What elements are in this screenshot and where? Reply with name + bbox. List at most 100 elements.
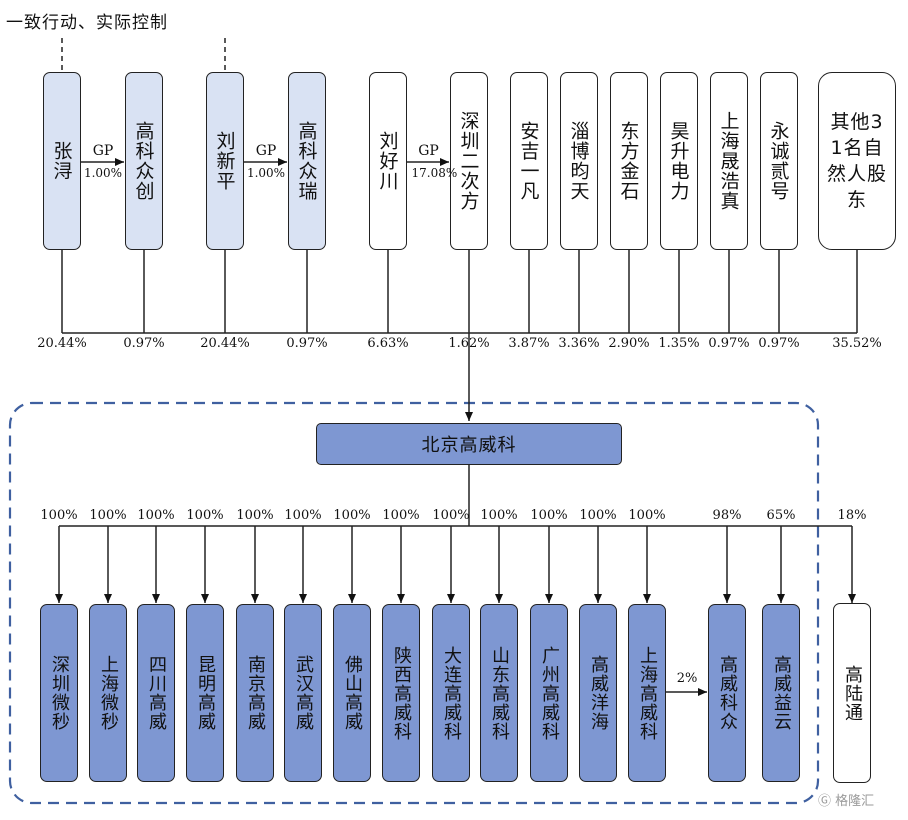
subsidiary-box: 陕西高威科 bbox=[382, 604, 420, 782]
subsidiary-box: 大连高威科 bbox=[432, 604, 470, 782]
subsidiary-box: 上海高威科 bbox=[628, 604, 666, 782]
shareholding-percent: 20.44% bbox=[200, 336, 250, 351]
subsidiary-percent: 100% bbox=[236, 508, 274, 523]
shareholder-name: 上海晟浩真 bbox=[717, 111, 740, 211]
shareholder-name: 刘新平 bbox=[213, 131, 236, 191]
subsidiary-percent: 100% bbox=[579, 508, 617, 523]
shareholder-box: 上海晟浩真 bbox=[710, 72, 748, 250]
shareholder-name: 昊升电力 bbox=[667, 121, 690, 201]
gp-label: GP bbox=[92, 143, 114, 159]
subsidiary-percent: 100% bbox=[432, 508, 470, 523]
shareholder-box: 永诚贰号 bbox=[760, 72, 798, 250]
subsidiary-name: 佛山高威 bbox=[342, 655, 363, 731]
shareholder-box: 刘好川 bbox=[369, 72, 407, 250]
watermark-logo: Ⓖ 格隆汇 bbox=[818, 790, 874, 809]
subsidiary-percent: 100% bbox=[40, 508, 78, 523]
subsidiary-box: 高威益云 bbox=[762, 604, 800, 782]
gp-label: GP bbox=[255, 143, 277, 159]
shareholding-percent: 0.97% bbox=[123, 336, 165, 351]
subsidiary-box: 高威科众 bbox=[708, 604, 746, 782]
shareholder-name: 东方金石 bbox=[617, 121, 640, 201]
shareholding-percent: 0.97% bbox=[758, 336, 800, 351]
shareholding-percent: 20.44% bbox=[37, 336, 87, 351]
subsidiary-percent: 100% bbox=[186, 508, 224, 523]
gp-share-value: 1.00% bbox=[83, 166, 123, 180]
shareholding-percent: 0.97% bbox=[286, 336, 328, 351]
shareholding-percent: 2.90% bbox=[608, 336, 650, 351]
watermark-text: 格隆汇 bbox=[835, 794, 875, 809]
subsidiary-percent: 65% bbox=[766, 508, 796, 523]
subsidiary-name: 高威益云 bbox=[771, 655, 792, 731]
subsidiary-box: 四川高威 bbox=[137, 604, 175, 782]
shareholder-name: 深圳二次方 bbox=[457, 111, 480, 211]
subsidiary-percent: 100% bbox=[480, 508, 518, 523]
shareholder-box: 昊升电力 bbox=[660, 72, 698, 250]
subsidiary-name: 高威洋海 bbox=[588, 655, 609, 731]
gp-share-value: 17.08% bbox=[411, 166, 458, 180]
subsidiary-name: 深圳微秒 bbox=[49, 655, 70, 731]
shareholding-percent: 1.35% bbox=[658, 336, 700, 351]
subsidiary-box: 上海微秒 bbox=[89, 604, 127, 782]
subsidiary-name: 武汉高威 bbox=[293, 655, 314, 731]
shareholding-percent: 6.63% bbox=[367, 336, 409, 351]
shareholder-name: 张浔 bbox=[50, 141, 73, 181]
subsidiary-box: 深圳微秒 bbox=[40, 604, 78, 782]
watermark-icon: Ⓖ bbox=[818, 794, 832, 809]
shareholding-percent: 35.52% bbox=[832, 336, 882, 351]
subsidiary-name: 四川高威 bbox=[146, 655, 167, 731]
shareholder-box: 淄博昀天 bbox=[560, 72, 598, 250]
shareholder-box: 张浔 bbox=[43, 72, 81, 250]
subsidiary-name: 南京高威 bbox=[245, 655, 266, 731]
shareholder-box: 深圳二次方 bbox=[450, 72, 488, 250]
subsidiary-percent: 100% bbox=[89, 508, 127, 523]
shareholding-percent: 1.62% bbox=[448, 336, 490, 351]
subsidiary-name: 高威科众 bbox=[717, 655, 738, 731]
subsidiary-percent: 100% bbox=[284, 508, 322, 523]
shareholder-box: 刘新平 bbox=[206, 72, 244, 250]
subsidiary-box: 高陆通 bbox=[833, 603, 871, 783]
subsidiary-percent: 18% bbox=[837, 508, 867, 523]
subsidiary-percent: 100% bbox=[628, 508, 666, 523]
shareholding-percent: 3.36% bbox=[558, 336, 600, 351]
subsidiary-percent: 100% bbox=[333, 508, 371, 523]
parent-company-box: 北京高威科 bbox=[316, 423, 622, 465]
shareholder-box: 其他31名自然人股东 bbox=[818, 72, 896, 250]
subsidiary-box: 广州高威科 bbox=[530, 604, 568, 782]
subsidiary-box: 武汉高威 bbox=[284, 604, 322, 782]
shareholder-name: 刘好川 bbox=[376, 131, 399, 191]
consolidated-group-boundary bbox=[8, 401, 820, 805]
shareholding-percent: 3.87% bbox=[508, 336, 550, 351]
subsidiary-name: 上海高威科 bbox=[637, 645, 658, 741]
shareholder-box: 安吉一凡 bbox=[510, 72, 548, 250]
subsidiary-percent: 100% bbox=[530, 508, 568, 523]
subsidiary-box: 高威洋海 bbox=[579, 604, 617, 782]
shareholder-name: 永诚贰号 bbox=[767, 121, 790, 201]
subsidiary-name: 陕西高威科 bbox=[391, 645, 412, 741]
subsidiary-name: 高陆通 bbox=[842, 664, 863, 722]
subsidiary-name: 广州高威科 bbox=[539, 645, 560, 741]
subsidiary-box: 南京高威 bbox=[236, 604, 274, 782]
gp-label: GP bbox=[418, 143, 439, 159]
subsidiary-box: 山东高威科 bbox=[480, 604, 518, 782]
subsidiary-name: 山东高威科 bbox=[489, 645, 510, 741]
shareholder-box: 高科众创 bbox=[125, 72, 163, 250]
subsidiary-name: 昆明高威 bbox=[195, 655, 216, 731]
subsidiary-name: 上海微秒 bbox=[98, 655, 119, 731]
subsidiary-name: 大连高威科 bbox=[441, 645, 462, 741]
sub-link-percent: 2% bbox=[676, 671, 698, 686]
shareholder-name: 其他31名自然人股东 bbox=[827, 111, 888, 211]
shareholder-name: 高科众瑞 bbox=[295, 121, 318, 201]
subsidiary-percent: 100% bbox=[382, 508, 420, 523]
subsidiary-percent: 100% bbox=[137, 508, 175, 523]
shareholder-box: 东方金石 bbox=[610, 72, 648, 250]
parent-company-name: 北京高威科 bbox=[421, 435, 517, 456]
shareholder-box: 高科众瑞 bbox=[288, 72, 326, 250]
subsidiary-percent: 98% bbox=[712, 508, 742, 523]
shareholder-name: 高科众创 bbox=[132, 121, 155, 201]
subsidiary-box: 佛山高威 bbox=[333, 604, 371, 782]
subsidiary-box: 昆明高威 bbox=[186, 604, 224, 782]
concert-party-note: 一致行动、实际控制 bbox=[6, 13, 168, 33]
shareholding-percent: 0.97% bbox=[708, 336, 750, 351]
